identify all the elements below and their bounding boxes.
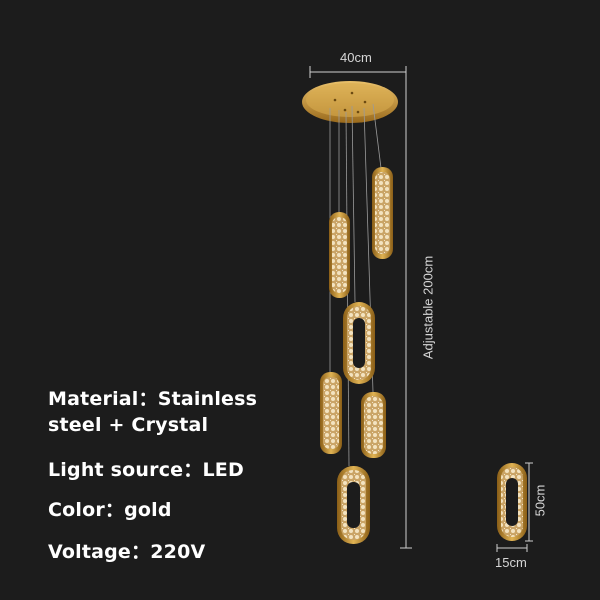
- pendant-ring-2: [329, 212, 350, 298]
- pendant-ring-4: [320, 372, 342, 454]
- single-ring-detail: [497, 463, 527, 541]
- pendant-ring-1: [372, 167, 393, 259]
- pendant-ring-3: [343, 302, 375, 384]
- height-label: Adjustable 200cm: [420, 255, 436, 360]
- pendant-ring-6: [337, 466, 370, 544]
- canopy-width-dimension: [309, 66, 407, 78]
- ceiling-canopy: [302, 81, 398, 123]
- ring-height-label: 50cm: [532, 484, 548, 517]
- spec-material-line2: steel + Crystal: [48, 414, 209, 436]
- height-dimension: [400, 72, 412, 549]
- spec-material-line1: Material：Stainless: [48, 388, 258, 410]
- ring-width-dimension: [496, 544, 528, 552]
- canopy-width-label: 40cm: [340, 50, 372, 65]
- pendant-rings: [320, 167, 393, 544]
- ring-height-dimension: [525, 462, 533, 542]
- spec-color: Color：gold: [48, 499, 172, 521]
- spec-voltage: Voltage：220V: [48, 541, 206, 563]
- ring-width-label: 15cm: [495, 555, 527, 570]
- pendant-ring-5: [361, 392, 386, 458]
- spec-light-source: Light source：LED: [48, 459, 244, 481]
